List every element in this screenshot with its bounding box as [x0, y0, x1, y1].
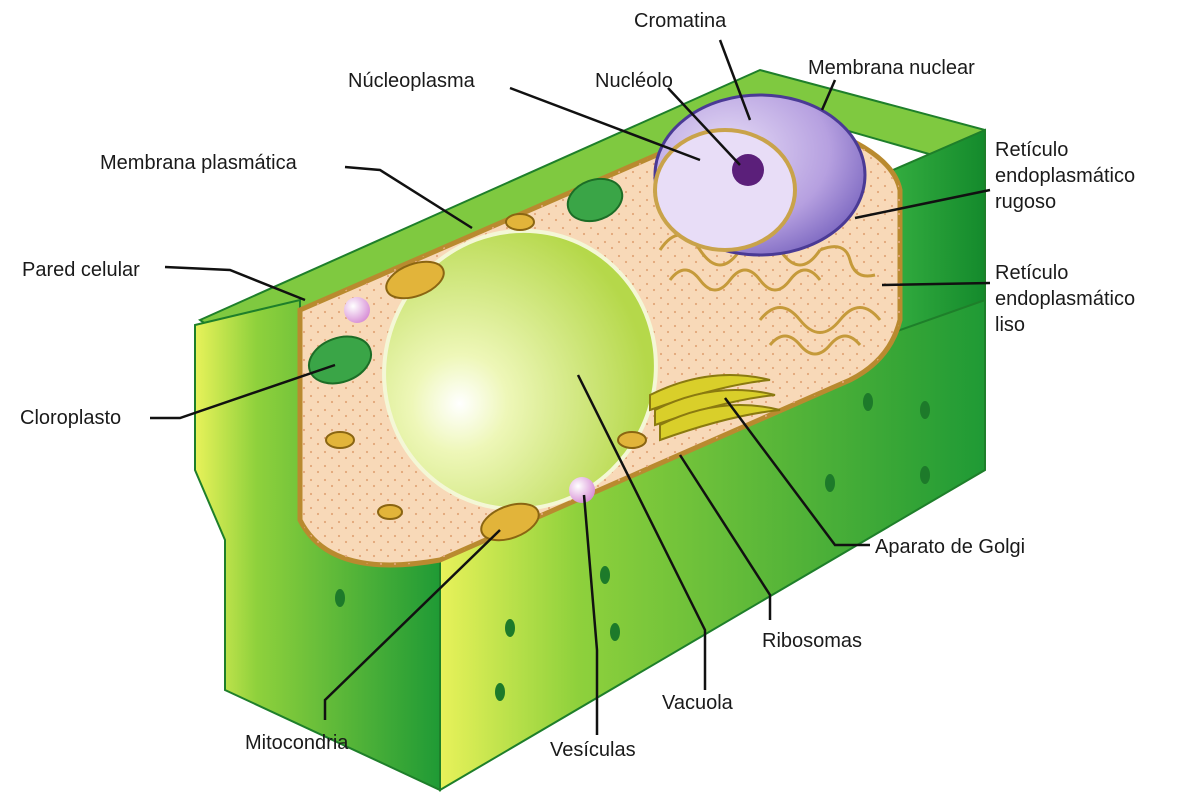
nucleolus [732, 154, 764, 186]
label-mitocondria: Mitocondria [245, 730, 348, 756]
label-rel-line-1: Retículo [995, 260, 1135, 286]
label-rer-line-1: Retículo [995, 137, 1135, 163]
label-rel-line-3: liso [995, 312, 1135, 338]
label-rer-line-3: rugoso [995, 189, 1135, 215]
label-cromatina: Cromatina [634, 8, 726, 34]
label-ribosomas: Ribosomas [762, 628, 862, 654]
label-membrana-nuclear: Membrana nuclear [808, 55, 975, 81]
label-reticulo-liso: Retículo endoplasmático liso [995, 260, 1135, 338]
label-rel-line-2: endoplasmático [995, 286, 1135, 312]
label-vesiculas: Vesículas [550, 737, 636, 763]
label-pared-celular: Pared celular [22, 257, 140, 283]
label-reticulo-rugoso: Retículo endoplasmático rugoso [995, 137, 1135, 215]
label-nucleoplasma: Núcleoplasma [348, 68, 475, 94]
label-nucleolo: Nucléolo [595, 68, 673, 94]
label-vacuola: Vacuola [662, 690, 733, 716]
label-membrana-plasmatica: Membrana plasmática [100, 150, 297, 176]
label-rer-line-2: endoplasmático [995, 163, 1135, 189]
label-cloroplasto: Cloroplasto [20, 405, 121, 431]
label-aparato-golgi: Aparato de Golgi [875, 534, 1025, 560]
